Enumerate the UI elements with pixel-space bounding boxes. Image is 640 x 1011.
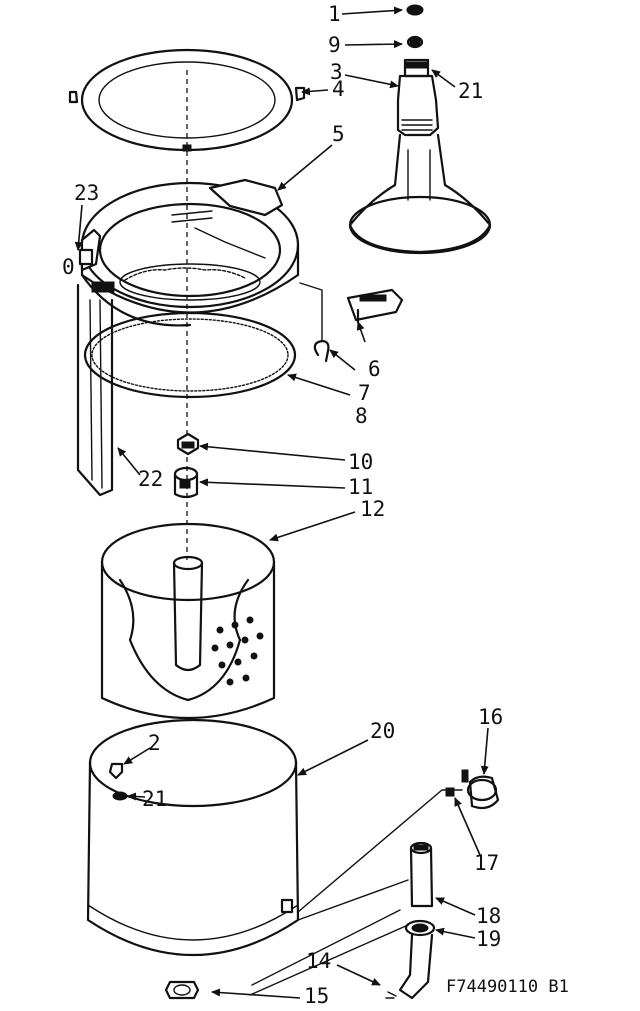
switch-clip-part (445, 787, 455, 797)
callout-20: 20 (370, 719, 395, 743)
callout-10: 10 (348, 450, 373, 474)
callout-21-top: 21 (458, 79, 483, 103)
diagram-code: F74490110 B1 (446, 977, 569, 997)
hose-routing (249, 789, 463, 996)
callout-23: 23 (74, 181, 99, 205)
callout-6: 6 (368, 357, 381, 381)
pressure-switch-part (461, 769, 500, 810)
cover-clip-part (299, 282, 404, 341)
callout-11: 11 (348, 475, 373, 499)
callout-9: 9 (328, 33, 341, 57)
fastener-part (78, 248, 94, 266)
callout-2: 2 (148, 731, 161, 755)
callout-1: 1 (328, 2, 341, 26)
callout-0: 0 (62, 255, 75, 279)
tub-fitting-part (108, 762, 128, 801)
callout-19: 19 (476, 927, 501, 951)
hub-part (173, 466, 199, 499)
tub-cover-part (80, 178, 300, 327)
hook-clip-part (313, 339, 330, 363)
callout-3: 3 (330, 60, 343, 84)
hose-clamp-part (404, 919, 436, 937)
tub-gasket-part (83, 311, 297, 399)
callout-7: 7 (358, 381, 371, 405)
callout-14: 14 (306, 949, 331, 973)
callout-5: 5 (332, 122, 345, 146)
callout-16: 16 (478, 705, 503, 729)
outer-tub-part (86, 718, 300, 1000)
nut-part (176, 432, 200, 456)
callout-18: 18 (476, 904, 501, 928)
agitator-part (348, 4, 492, 255)
basket-perforations (211, 616, 264, 686)
callout-21-tub: 21 (142, 787, 167, 811)
callout-22: 22 (138, 467, 163, 491)
callout-15: 15 (304, 984, 329, 1008)
hose-part (409, 841, 434, 908)
spin-basket-part (100, 522, 276, 720)
splash-guard-part (76, 283, 114, 497)
tub-ring-part (68, 48, 306, 152)
callout-17: 17 (474, 851, 499, 875)
callout-12: 12 (360, 497, 385, 521)
callout-labels: 1 9 3 21 4 5 23 0 6 7 8 10 11 22 12 2 21… (62, 2, 503, 1008)
elbow-fitting-part (385, 933, 434, 1000)
leader-arrows (74, 6, 489, 999)
callout-4: 4 (332, 77, 345, 101)
callout-8: 8 (355, 404, 368, 428)
